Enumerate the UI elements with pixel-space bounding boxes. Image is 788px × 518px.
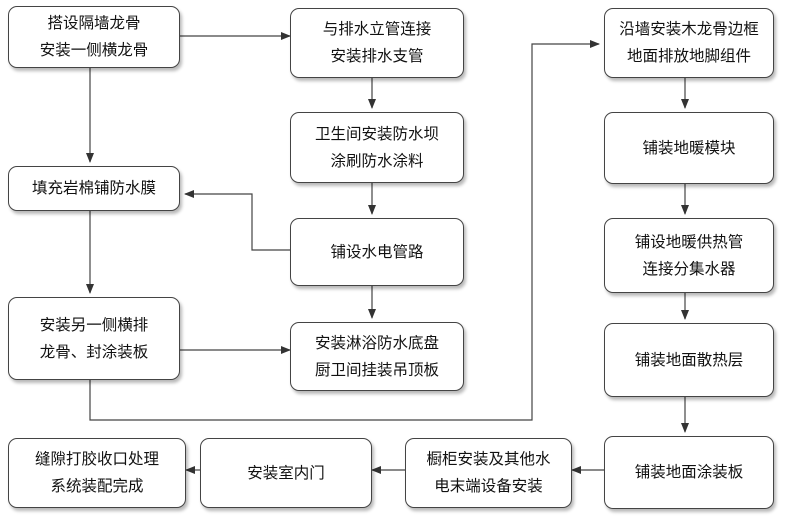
node-line: 搭设隔墙龙骨 — [47, 14, 141, 32]
node-line: 铺设水电管路 — [330, 242, 424, 261]
node-line: 涂刷防水涂料 — [330, 151, 424, 170]
node-line: 安装排水支管 — [330, 47, 424, 65]
node-line: 安装室内门 — [247, 463, 325, 482]
node-heating-pipe: 铺设地暖供热管 连接分集水器 — [604, 218, 774, 293]
arrow-otherside-to-woodframe — [89, 40, 600, 421]
node-line: 缝隙打胶收口处理 — [34, 450, 159, 468]
node-line: 龙骨、封涂装板 — [39, 342, 149, 361]
node-line: 铺装地暖模块 — [642, 138, 736, 157]
node-line: 铺装地面散热层 — [634, 350, 744, 369]
node-heating-module: 铺装地暖模块 — [604, 112, 774, 184]
node-partition-keel: 搭设隔墙龙骨 安装一侧横龙骨 — [8, 6, 180, 68]
node-line: 铺设地暖供热管 — [634, 232, 744, 251]
node-caulk-finish: 缝隙打胶收口处理 系统装配完成 — [8, 438, 186, 508]
node-line: 系统装配完成 — [50, 477, 144, 495]
node-cabinet-install: 橱柜安装及其他水 电末端设备安装 — [405, 438, 572, 508]
node-line: 铺装地面涂装板 — [634, 463, 744, 481]
node-drain-connect: 与排水立管连接 安装排水支管 — [290, 8, 464, 78]
node-lay-pipelines: 铺设水电管路 — [290, 218, 464, 286]
node-line: 电末端设备安装 — [434, 477, 543, 495]
node-fill-rockwool: 填充岩棉铺防水膜 — [8, 166, 180, 211]
node-line: 与排水立管连接 — [322, 20, 432, 38]
node-line: 橱柜安装及其他水 — [426, 450, 551, 468]
node-line: 填充岩棉铺防水膜 — [31, 179, 156, 197]
node-floor-heat-layer: 铺装地面散热层 — [604, 323, 774, 397]
node-shower-tray: 安装淋浴防水底盘 厨卫间挂装吊顶板 — [290, 322, 464, 391]
node-line: 卫生间安装防水坝 — [314, 124, 439, 143]
node-line: 安装一侧横龙骨 — [39, 41, 149, 59]
node-indoor-door: 安装室内门 — [200, 438, 372, 508]
arrow-pipelines-to-rockwool — [184, 190, 290, 251]
node-line: 连接分集水器 — [642, 259, 736, 278]
node-waterproof-dam: 卫生间安装防水坝 涂刷防水涂料 — [290, 112, 464, 183]
node-wood-keel-frame: 沿墙安装木龙骨边框 地面排放地脚组件 — [604, 8, 774, 78]
node-other-side-keel: 安装另一侧横排 龙骨、封涂装板 — [8, 297, 180, 380]
node-line: 安装淋浴防水底盘 — [314, 333, 439, 352]
node-line: 沿墙安装木龙骨边框 — [619, 20, 759, 38]
node-line: 地面排放地脚组件 — [626, 47, 751, 65]
node-line: 安装另一侧横排 — [39, 315, 149, 334]
node-line: 厨卫间挂装吊顶板 — [314, 360, 439, 379]
node-floor-coating: 铺装地面涂装板 — [604, 436, 774, 509]
